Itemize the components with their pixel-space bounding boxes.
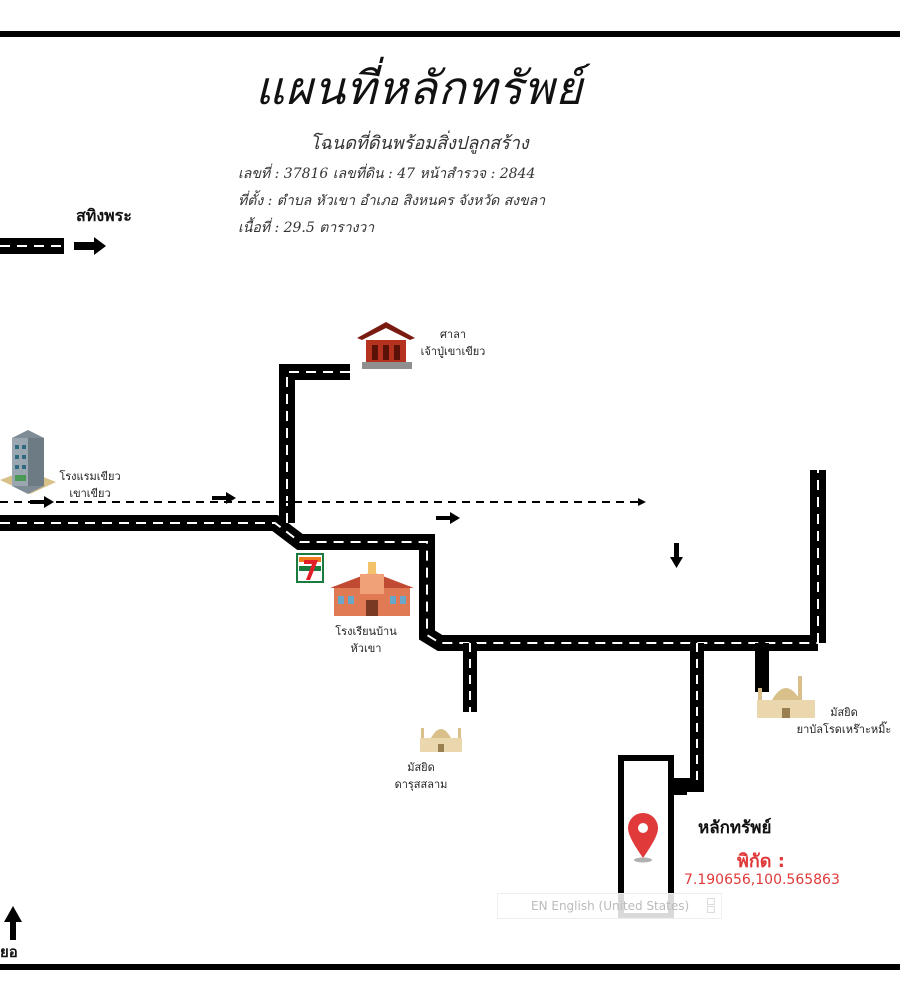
chinese-shrine-icon [357,322,415,369]
route-arrow-2 [212,492,236,504]
mosque-icon-darus [420,728,462,752]
mosque-icon-yabal [757,676,815,718]
main-roads [0,364,826,795]
hotel-building-icon [0,430,56,494]
school-label: โรงเรียนบ้าน หัวเขา [326,623,406,657]
language-bar-label: EN English (United States) [531,899,690,913]
location-info: ที่ตั้ง : ตำบล หัวเขา อำเภอ สิงหนคร จังห… [238,193,546,209]
shrine-label: ศาลา เจ้าปู่เขาเขียว [413,326,493,360]
language-bar-options-icon[interactable]: □□ [706,897,715,915]
coordinates-label: พิกัด : [737,851,785,872]
route-arrow-down [670,543,683,568]
convenience-store-logo-icon [296,553,324,583]
school-label-line2: หัวเขา [350,642,382,655]
hotel-label-line1: โรงแรมเขียว [59,470,121,483]
map-subtitle: โฉนดที่ดินพร้อมสิ่งปลูกสร้าง [310,133,529,154]
area-info: เนื้อที่ : 29.5 ตารางวา [238,220,375,236]
language-bar[interactable]: EN English (United States) □□ [497,893,722,919]
arrow-to-yo [4,906,22,940]
map-top-border [0,31,900,37]
hotel-label: โรงแรมเขียว เขาเขียว [50,468,130,502]
route-arrow-1 [30,496,54,508]
direction-label-sathing-phra: สทิงพระ [76,206,132,225]
mosque-darus-label-line2: ดารุสสลาม [394,778,448,791]
map-bottom-border [0,964,900,970]
shrine-label-line1: ศาลา [439,328,467,341]
mosque-darus-label-line1: มัสยิด [407,761,435,774]
mosque-yabal-label-line2: ยาบัลโรดเหร๊าะหมิ๊ะ [796,723,892,736]
direction-label-yo: ยอ [0,943,18,961]
mosque-yabal-label-line1: มัสยิด [830,706,858,719]
property-label: หลักทรัพย์ [698,818,772,838]
location-pin-icon [628,813,658,863]
route-arrow-3 [436,512,460,524]
school-building-icon [330,562,414,616]
hotel-label-line2: เขาเขียว [69,487,111,500]
road-sathing-phra [0,238,64,254]
deed-info: เลขที่ : 37816 เลขที่ดิน : 47 หน้าสำรวจ … [238,166,536,182]
shrine-label-line2: เจ้าปู่เขาเขียว [420,345,486,358]
mosque-yabal-label: มัสยิด ยาบัลโรดเหร๊าะหมิ๊ะ [792,704,896,738]
mosque-darus-label: มัสยิด ดารุสสลาม [381,759,461,793]
school-label-line1: โรงเรียนบ้าน [335,625,397,638]
arrow-to-sathing-phra [74,237,106,255]
map-title: แผนที่หลักทรัพย์ [255,61,584,115]
coordinates-value: 7.190656,100.565863 [684,872,840,888]
